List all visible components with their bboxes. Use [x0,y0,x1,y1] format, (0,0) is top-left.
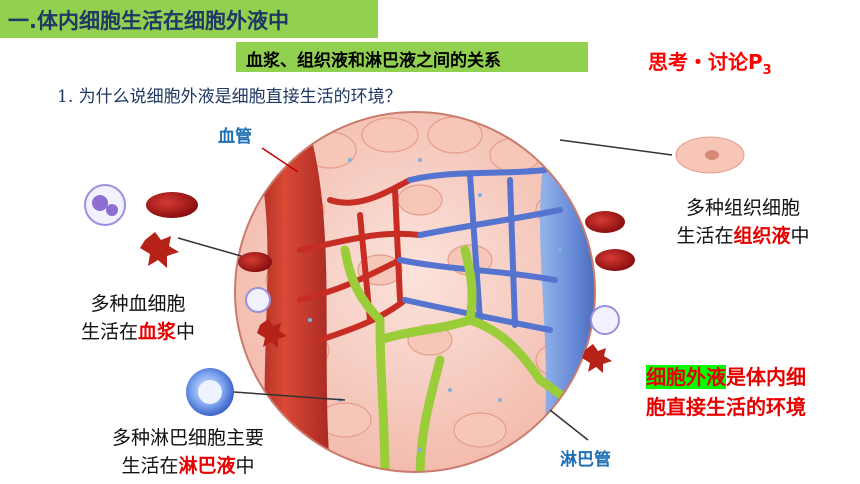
title-bar: 一.体内细胞生活在细胞外液中 [0,0,378,38]
think-page-num: 3 [762,63,772,78]
blood-caption-line1: 多种血细胞 [90,293,186,315]
lymph-vessel-label: 淋巴管 [560,450,611,470]
blood-caption-line2: 生活在血浆中 [80,321,196,343]
lymphocyte-icon [186,368,234,416]
tissue-cell-nucleus-icon [705,150,719,160]
tissue-caption: 多种组织细胞 生活在组织液中 [648,194,838,250]
lymph-caption: 多种淋巴细胞主要 生活在淋巴液中 [88,424,288,480]
tissue-caption-line2: 生活在组织液中 [676,225,810,247]
blood-caption: 多种血细胞 生活在血浆中 [58,290,218,346]
tissue-pointer [559,139,673,156]
lymph-vessel-pointer [549,409,589,441]
think-discuss-heading: 思考・讨论P3 [648,46,772,78]
subtitle: 血浆、组织液和淋巴液之间的关系 [246,51,501,71]
lymph-caption-line1: 多种淋巴细胞主要 [111,427,264,449]
conclusion-line1: 细胞外液是体内细 [646,365,806,389]
think-page-prefix: P [748,50,763,74]
conclusion-highlight: 细胞外液 [646,365,726,389]
lymph-caption-line2: 生活在淋巴液中 [121,455,255,477]
blood-vessel-label: 血管 [218,127,252,147]
conclusion: 细胞外液是体内细 胞直接生活的环境 [646,362,858,422]
page-title: 一.体内细胞生活在细胞外液中 [8,9,289,33]
blood-cells-icon [84,184,198,268]
lymph-pointer [233,391,346,401]
conclusion-line2: 胞直接生活的环境 [646,395,806,419]
blood-vessel-pointer [261,147,299,173]
artery-blood-cells-icon [238,252,287,348]
subtitle-box: 血浆、组织液和淋巴液之间的关系 [236,42,588,72]
question-text: 1. 为什么说细胞外液是细胞直接生活的环境？ [57,87,402,107]
tissue-caption-line1: 多种组织细胞 [685,197,800,219]
vein-blood-cells-icon [582,211,635,373]
think-text: 思考・讨论 [648,50,748,74]
tissue-circle [234,111,596,473]
